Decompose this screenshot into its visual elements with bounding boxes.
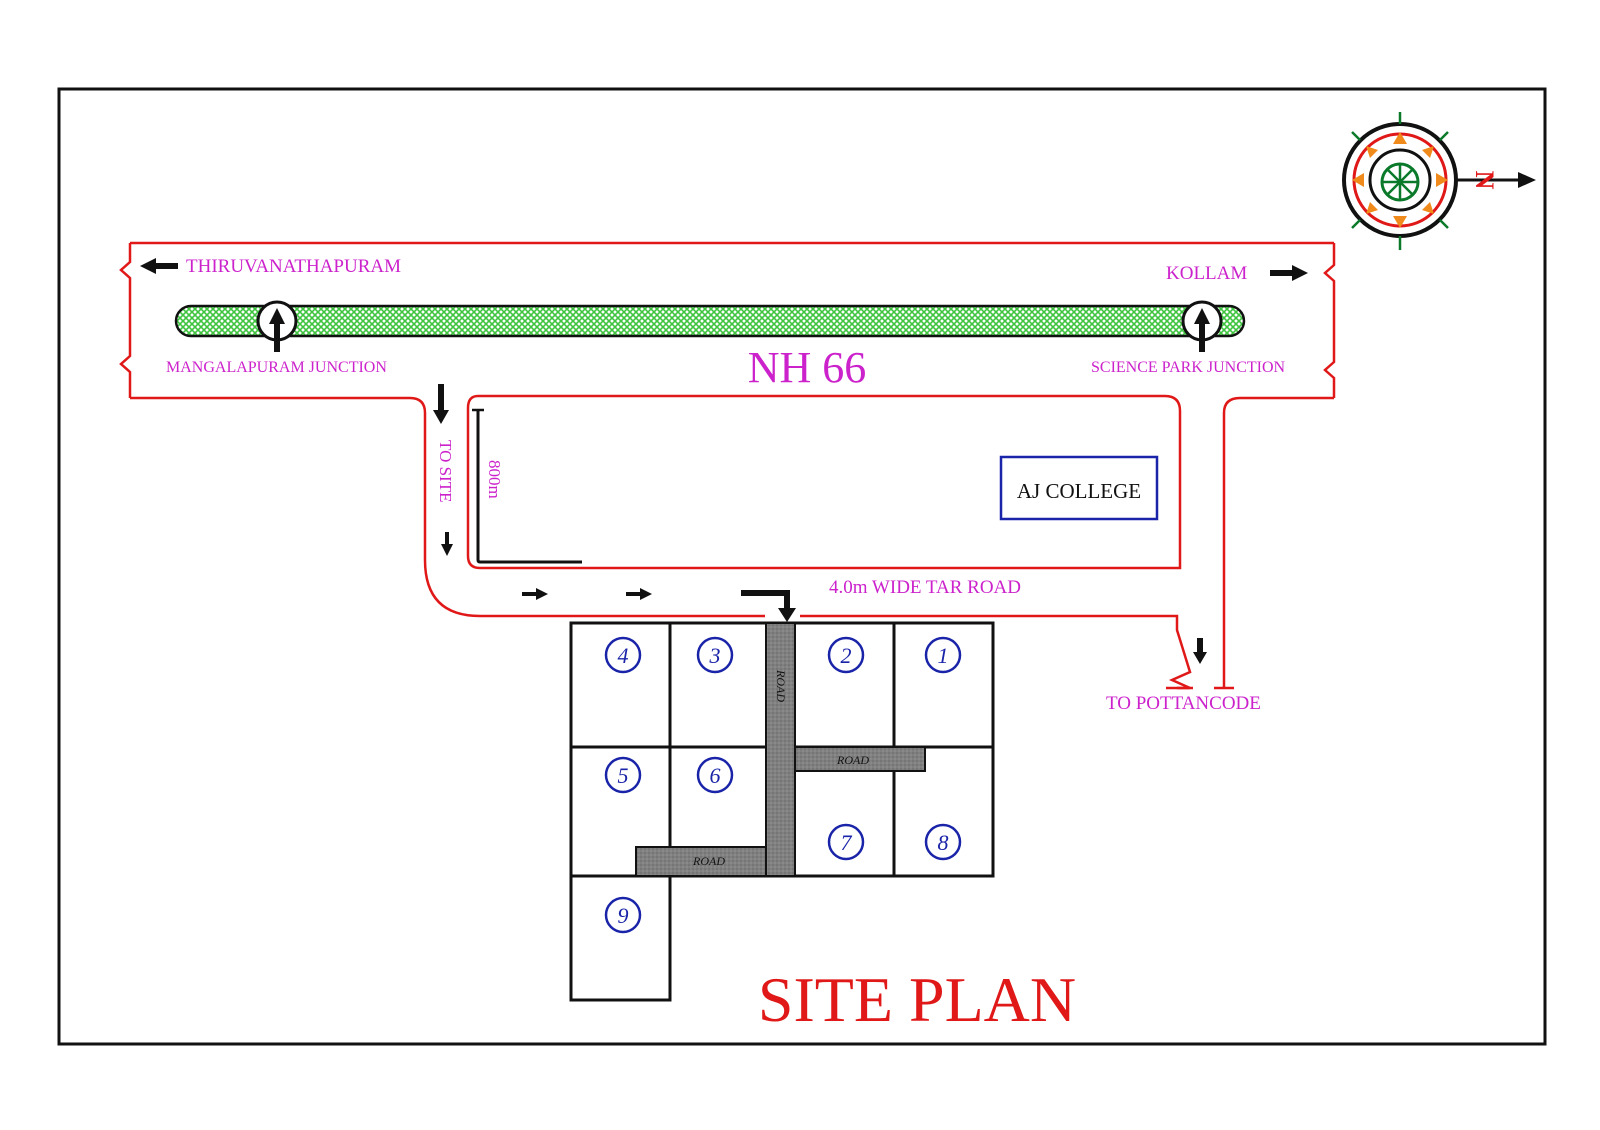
plot-number: 7 <box>841 830 853 855</box>
junction-marker-left <box>256 300 298 352</box>
arrow-right-icon <box>626 588 652 600</box>
distance-indicator <box>476 410 582 564</box>
to-site-label: TO SITE <box>436 440 455 503</box>
highway-boundary <box>119 241 1336 690</box>
destination-east: KOLLAM <box>1166 263 1247 284</box>
plot-number: 3 <box>709 643 721 668</box>
junction-right-label: SCIENCE PARK JUNCTION <box>1091 359 1286 376</box>
plot-number: 8 <box>938 830 949 855</box>
junction-marker-right <box>1181 300 1223 352</box>
arrow-right-icon <box>522 588 548 600</box>
road-label-west: ROAD <box>692 854 725 868</box>
plot-number: 4 <box>618 643 629 668</box>
compass-icon <box>1342 112 1536 250</box>
arrow-east-icon <box>1270 265 1308 281</box>
destination-south: TO POTTANCODE <box>1106 693 1261 714</box>
road-spec-label: 4.0m WIDE TAR ROAD <box>829 577 1021 598</box>
drawing-frame <box>57 87 1547 1046</box>
highway-label: NH 66 <box>748 343 867 392</box>
arrow-west-icon <box>140 258 178 274</box>
plot-number-badges <box>604 636 962 934</box>
landmark-box <box>999 455 1159 521</box>
road-label-vertical: ROAD <box>774 669 788 702</box>
arrow-down-small-icon <box>441 532 453 556</box>
arrow-down-pottancode-icon <box>1193 638 1207 664</box>
junction-left-label: MANGALAPURAM JUNCTION <box>166 359 387 376</box>
internal-roads <box>635 622 926 877</box>
destination-west: THIRUVANATHAPURAM <box>186 256 401 277</box>
road-label-east: ROAD <box>836 753 869 767</box>
compass-north-label: N <box>1470 171 1499 190</box>
plot-number: 6 <box>710 763 721 788</box>
inner-road-loop <box>466 394 1182 570</box>
plot-number: 2 <box>841 643 852 668</box>
arrow-down-to-site-icon <box>433 384 449 424</box>
plot-number: 1 <box>938 643 949 668</box>
highway-nh66 <box>174 304 1246 338</box>
landmark-label: AJ COLLEGE <box>1017 479 1141 503</box>
distance-label: 800m <box>485 460 504 499</box>
plot-number: 9 <box>618 903 629 928</box>
plot-number: 5 <box>618 763 629 788</box>
arrow-turn-down-icon <box>741 590 796 622</box>
page-title: SITE PLAN <box>758 964 1076 1035</box>
